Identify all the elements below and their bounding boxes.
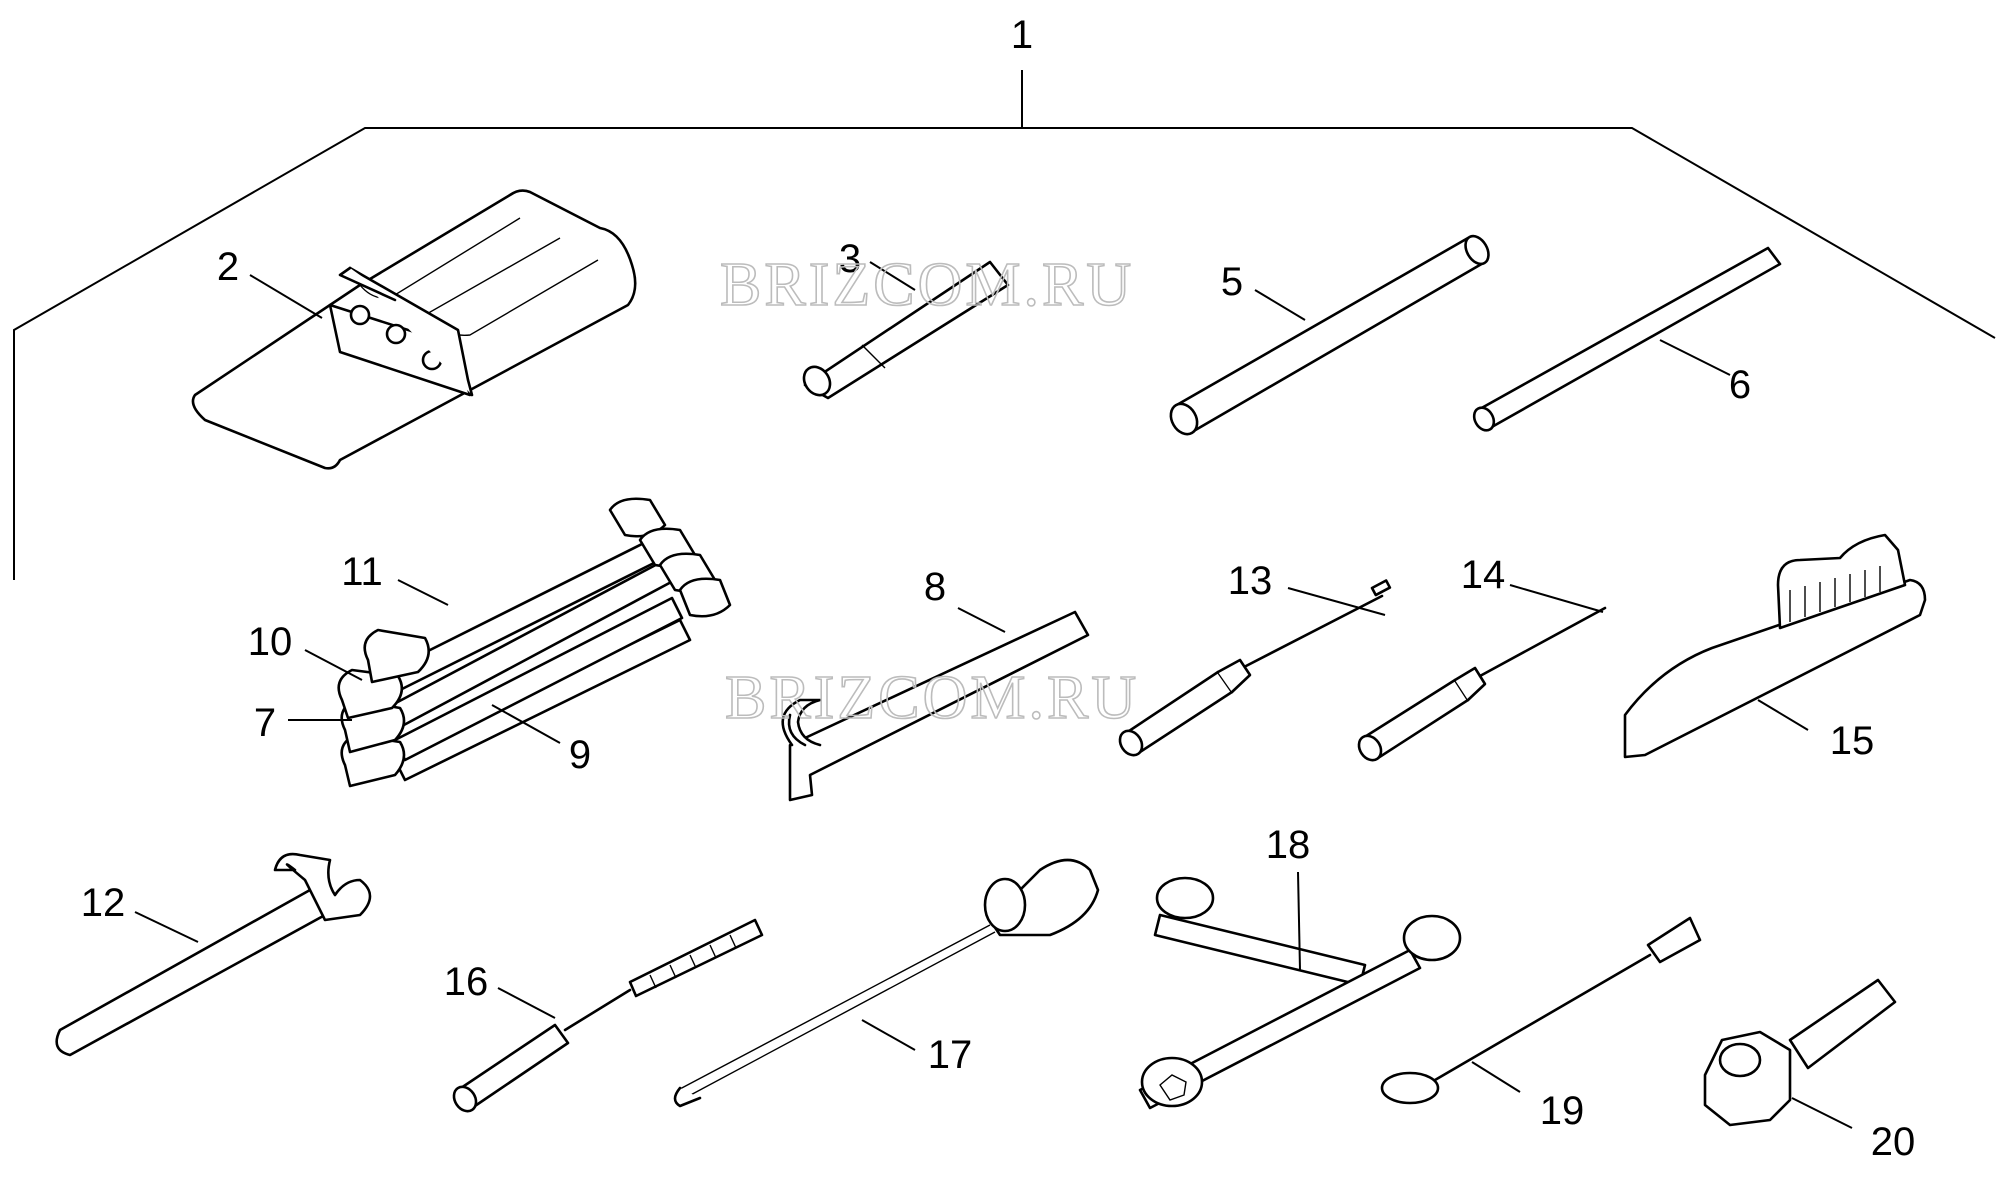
callout-6: 6 bbox=[1729, 363, 1751, 407]
callout-12: 12 bbox=[81, 881, 126, 925]
callout-5: 5 bbox=[1221, 260, 1243, 304]
tube-brush bbox=[452, 918, 764, 1113]
callout-16: 16 bbox=[444, 960, 489, 1004]
callout-20: 20 bbox=[1871, 1120, 1916, 1164]
screwdriver-flat bbox=[1357, 606, 1607, 762]
callout-11: 11 bbox=[341, 550, 383, 594]
callout-13: 13 bbox=[1228, 559, 1273, 603]
watermarks: BRIZCOM.RU BRIZCOM.RU bbox=[719, 250, 1139, 733]
callout-19: 19 bbox=[1540, 1089, 1585, 1133]
nozzle-cleaning-brush bbox=[673, 858, 1100, 1108]
wire-brush bbox=[1623, 533, 1927, 759]
screwdriver-hex bbox=[1118, 579, 1392, 757]
watermark-middle: BRIZCOM.RU bbox=[725, 664, 1139, 732]
hook-spanner bbox=[781, 610, 1090, 802]
watermark-top: BRIZCOM.RU bbox=[720, 251, 1134, 319]
callout-18: 18 bbox=[1266, 823, 1311, 867]
callout-8: 8 bbox=[924, 565, 946, 609]
large-open-end-wrench bbox=[55, 852, 372, 1057]
callout-2: 2 bbox=[217, 245, 239, 289]
open-end-wrench-set bbox=[337, 497, 732, 788]
socket-cross-wrench bbox=[1138, 876, 1462, 1110]
tool-roll-bag bbox=[191, 189, 637, 470]
callout-9: 9 bbox=[569, 733, 591, 777]
callout-labels: 1 2 3 5 6 8 11 10 7 9 13 14 15 12 16 17 … bbox=[81, 13, 1916, 1164]
callout-10: 10 bbox=[248, 620, 293, 664]
leader-lines bbox=[134, 261, 1853, 1129]
kit-bracket bbox=[13, 70, 1996, 580]
callout-7: 7 bbox=[254, 701, 276, 745]
rod-thin bbox=[1472, 246, 1782, 432]
callout-15: 15 bbox=[1830, 719, 1875, 763]
rod-long bbox=[1169, 234, 1490, 436]
callout-17: 17 bbox=[928, 1033, 973, 1077]
callout-3: 3 bbox=[839, 237, 861, 281]
small-wire-brush bbox=[1380, 916, 1702, 1105]
pin-punch bbox=[802, 260, 1010, 400]
callout-14: 14 bbox=[1461, 553, 1506, 597]
callout-1: 1 bbox=[1011, 13, 1033, 57]
adapter-fitting bbox=[1703, 978, 1897, 1127]
